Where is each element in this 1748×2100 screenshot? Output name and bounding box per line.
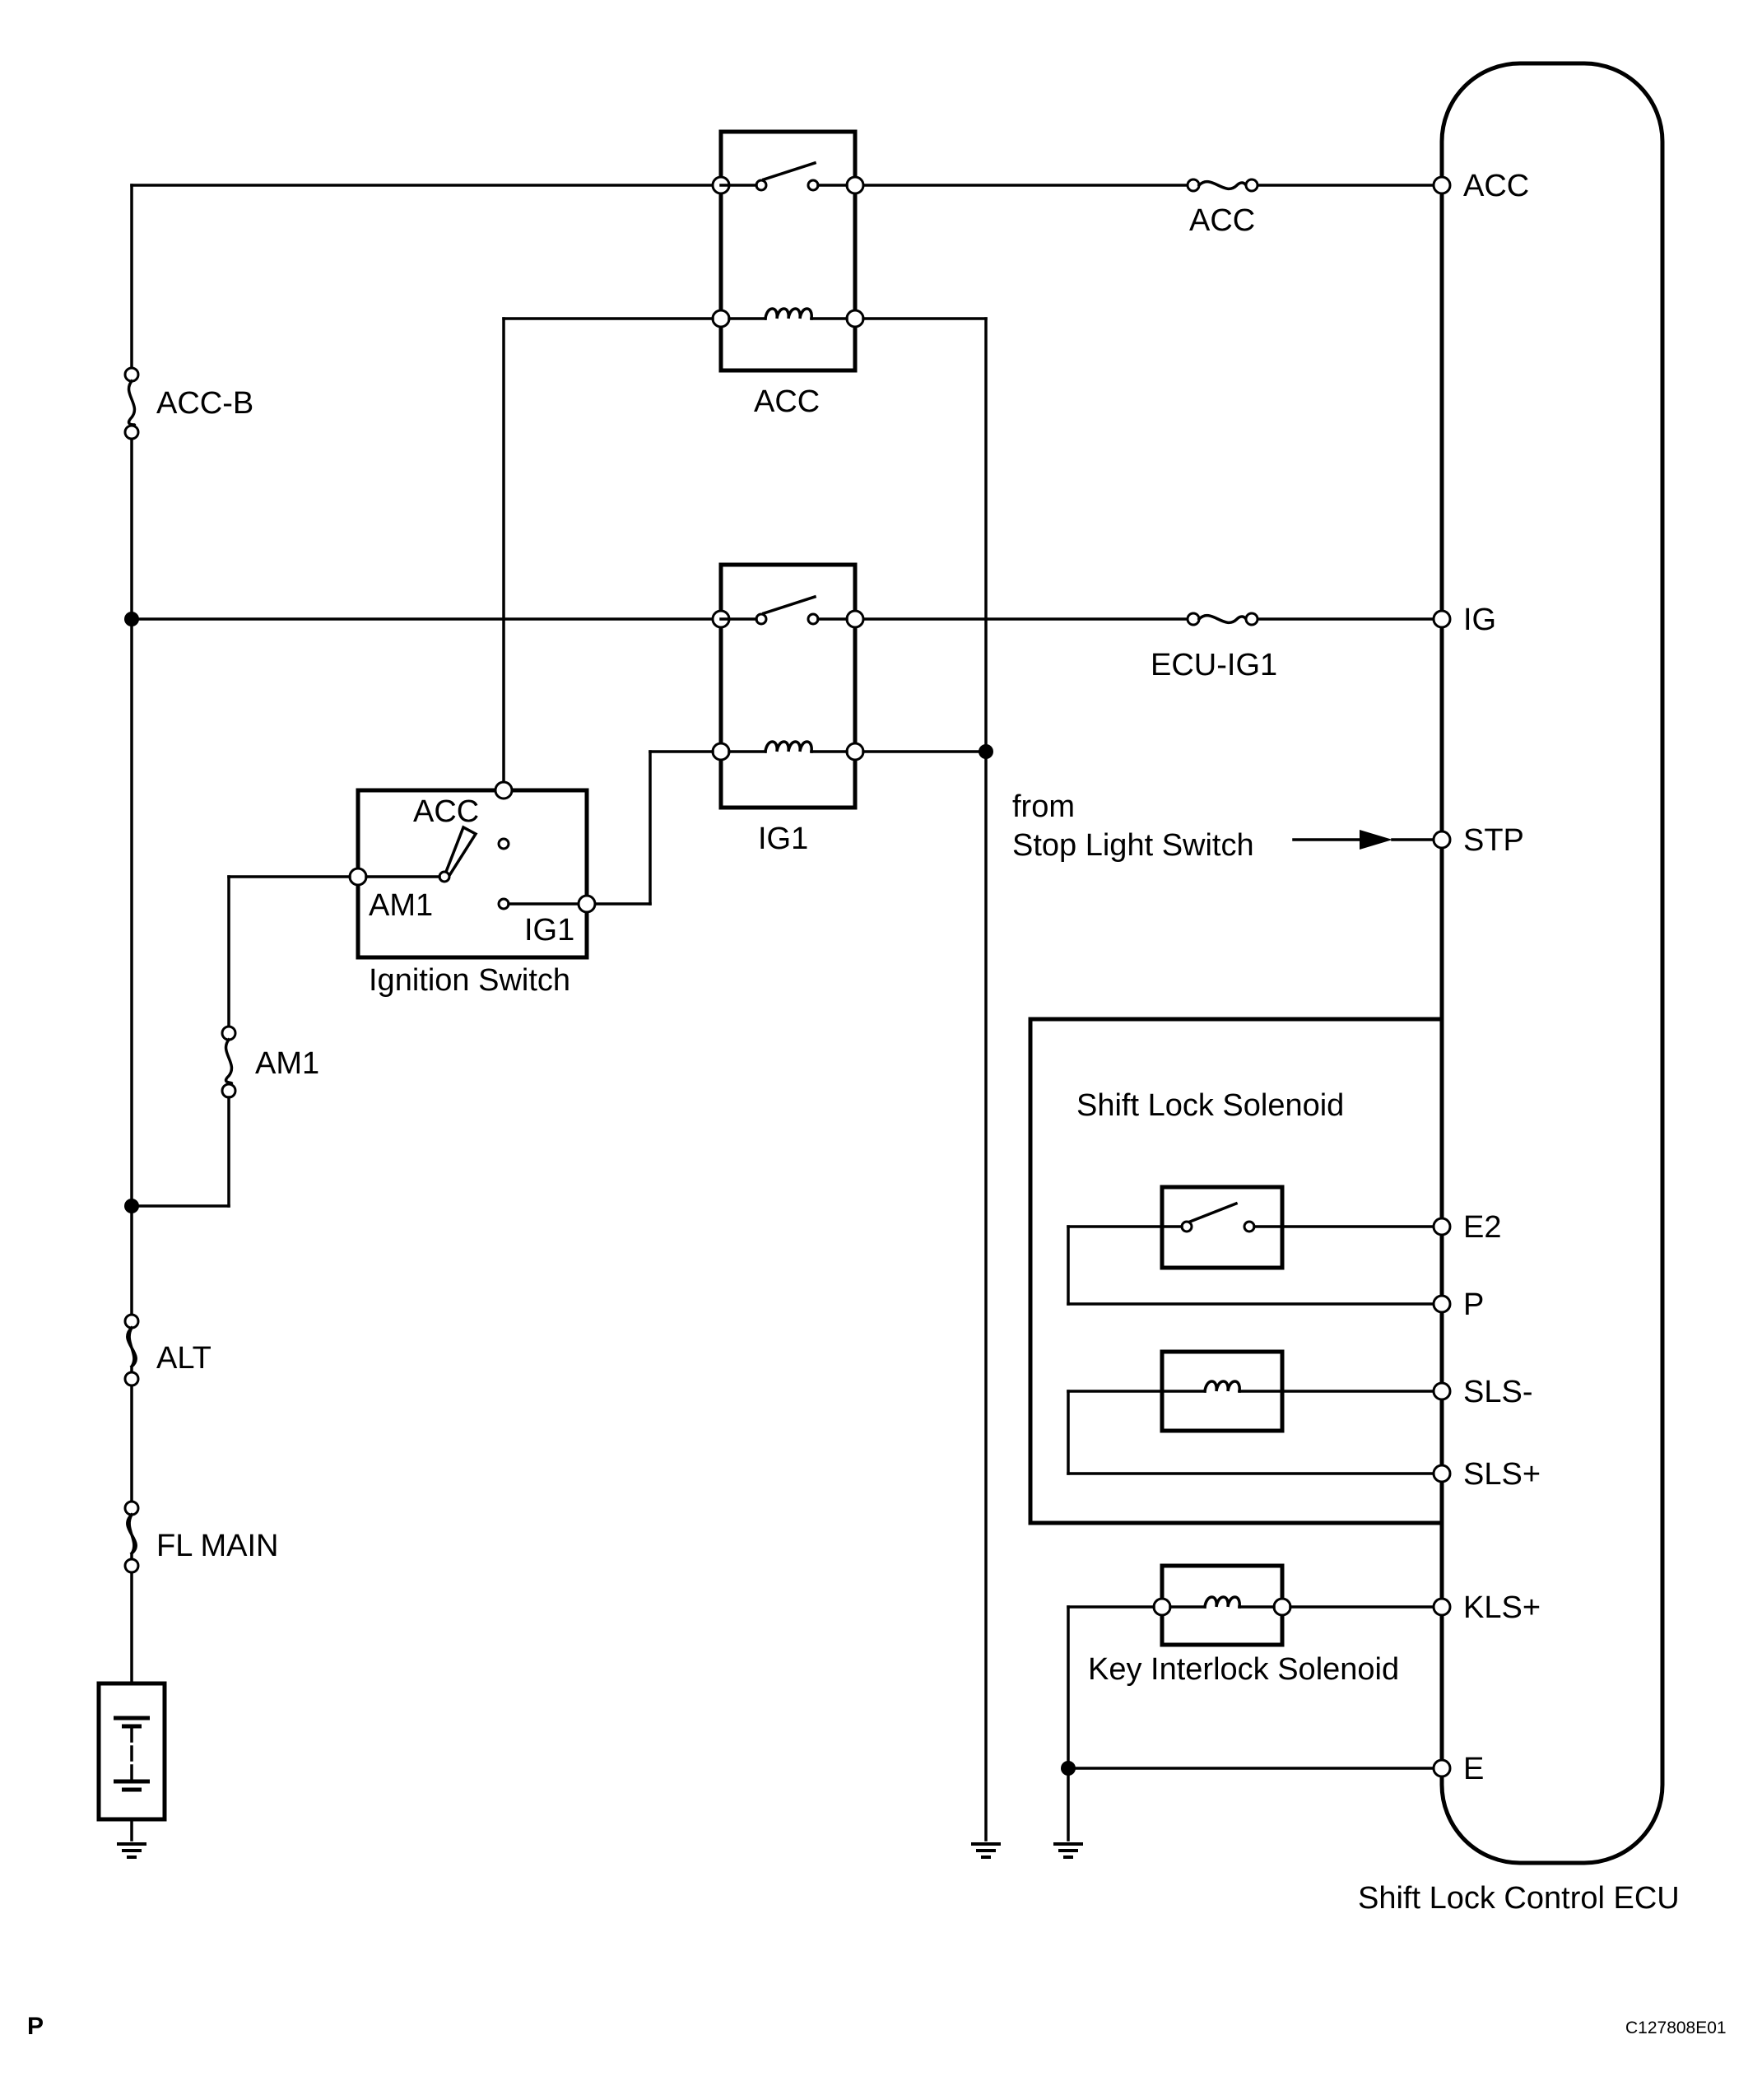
acc-relay-coil [764,307,813,320]
ecu-pin-p: P [1463,1287,1484,1322]
fl-main-fuse-label: FL MAIN [156,1529,279,1563]
ecu-pin-acc: ACC [1463,169,1529,203]
battery-icon [96,1681,167,1822]
ecu-pin-terminals [1432,175,1452,1778]
ignition-ig1-label: IG1 [524,913,574,948]
acc-b-fuse [123,366,140,440]
ig1-relay-box [718,562,858,810]
shift-lock-solenoid-box [1028,1017,1444,1525]
ignition-switch-lever [444,825,478,877]
am1-junction [124,1199,139,1213]
am1-fuse [221,1025,237,1099]
am1-fuse-label: AM1 [255,1046,319,1081]
ecu-ig1-fuse [1186,612,1259,626]
ignition-am1-label: AM1 [369,888,433,923]
ground-junction [979,744,993,759]
e-junction [1061,1761,1076,1776]
ig1-relay-coil [764,740,813,753]
ig1-relay-label: IG1 [758,822,808,856]
acc-fuse-label: ACC [1189,203,1255,238]
alt-fuse-label: ALT [156,1341,212,1376]
ignition-acc-label: ACC [413,794,479,829]
ecu-pin-e2: E2 [1463,1210,1501,1245]
key-interlock-solenoid-box [1160,1563,1285,1647]
acc-b-fuse-label: ACC-B [156,386,253,421]
ecu-title: Shift Lock Control ECU [1358,1881,1680,1916]
stop-light-switch-label: Stop Light Switch [1012,828,1254,863]
ecu-pin-e: E [1463,1752,1484,1786]
ecu-pin-kls-plus: KLS+ [1463,1590,1541,1625]
ecu-pin-sls-minus: SLS- [1463,1375,1532,1409]
shift-lock-coil [1203,1380,1241,1393]
ecu-pin-sls-plus: SLS+ [1463,1457,1541,1492]
acc-relay-box [718,129,858,373]
shift-lock-solenoid-label: Shift Lock Solenoid [1076,1088,1344,1123]
stop-light-from-label: from [1012,789,1075,824]
relay-ground-icon [969,1842,1002,1859]
fl-main-fuse [123,1500,140,1574]
ig1-relay-contact [761,594,817,616]
battery-ground-icon [115,1842,148,1859]
key-interlock-coil [1203,1595,1241,1609]
ecu-ig1-fuse-label: ECU-IG1 [1151,648,1277,682]
key-interlock-solenoid-label: Key Interlock Solenoid [1088,1652,1399,1687]
ecu-pin-ig: IG [1463,603,1496,637]
page-letter: P [27,2013,44,2040]
figure-id: C127808E01 [1625,2019,1727,2037]
ecu-body [1439,61,1665,1865]
stp-arrow-icon [1360,830,1392,850]
ignition-switch-label: Ignition Switch [369,963,570,998]
acc-relay-contact [761,161,817,182]
ecu-ground-icon [1052,1842,1085,1859]
ecu-pin-stp: STP [1463,823,1524,858]
acc-fuse [1186,178,1259,193]
alt-fuse [123,1313,140,1387]
acc-relay-label: ACC [754,384,820,419]
shift-lock-switch-contact [1188,1201,1239,1224]
